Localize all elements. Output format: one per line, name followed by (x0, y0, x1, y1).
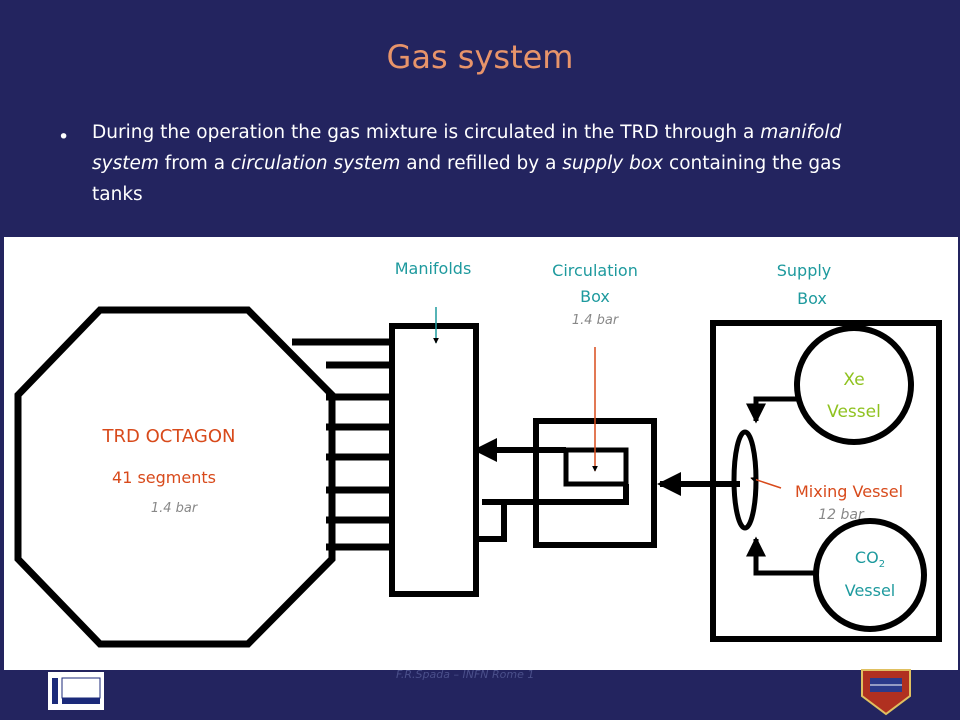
circulation-pressure: 1.4 bar (571, 313, 619, 328)
bullet-text: During the operation the gas mixture is … (92, 117, 892, 210)
circulation-label-line2: Box (580, 287, 610, 306)
bullet-marker: • (58, 126, 70, 148)
manifold-pipes (292, 338, 392, 551)
bullet-emphasis-manifold: manifold system (92, 122, 842, 174)
bullet-part: During the operation the gas mixture is … (92, 122, 761, 143)
mixing-vessel-ellipse (731, 429, 759, 531)
xe-vessel-label-line1: Xe (843, 370, 865, 390)
supply-box (710, 320, 942, 642)
co2-vessel-label-line1: CO2 (820, 548, 920, 570)
slide-title: Gas system (386, 38, 574, 76)
bullet-part: containing the gas tanks (92, 153, 842, 205)
trd-pressure: 1.4 bar (150, 501, 198, 516)
circulation-label-line1: Circulation (552, 261, 638, 280)
xe-vessel-circle (794, 325, 914, 445)
bullet-emphasis-supply: supply box (562, 153, 664, 174)
infn-logo (48, 672, 104, 710)
supply-label-line1: Supply (776, 261, 832, 280)
manifold-box (389, 323, 479, 597)
co2-vessel-label-line2: Vessel (844, 581, 896, 600)
xe-vessel-label-line2: Vessel (827, 402, 881, 422)
trd-segments: 41 segments (112, 468, 216, 487)
ams-logo (856, 664, 916, 716)
mixing-pointer (750, 476, 782, 489)
gas-system-diagram (14, 306, 942, 648)
trd-octagon-shape (14, 306, 336, 648)
mixing-vessel-label: Mixing Vessel (794, 482, 904, 501)
trd-octagon-title: TRD OCTAGON (102, 426, 236, 447)
diagram-panel: Manifolds Circulation Box 1.4 bar Supply… (4, 237, 958, 670)
bullet-part: and refilled by a (400, 153, 563, 174)
bullet-emphasis-circulation: circulation system (230, 153, 401, 174)
circulation-box-inner (563, 447, 629, 487)
manifolds-label: Manifolds (394, 259, 472, 278)
co2-subscript: 2 (878, 559, 886, 571)
co2-formula: CO (854, 548, 879, 567)
footer-credit: F.R.Spada – INFN Rome 1 (396, 668, 535, 681)
supply-label-line2: Box (797, 289, 827, 308)
bullet-part: from a (158, 153, 231, 174)
co2-vessel-circle (813, 518, 927, 632)
mixing-vessel-pressure: 12 bar (818, 507, 864, 523)
